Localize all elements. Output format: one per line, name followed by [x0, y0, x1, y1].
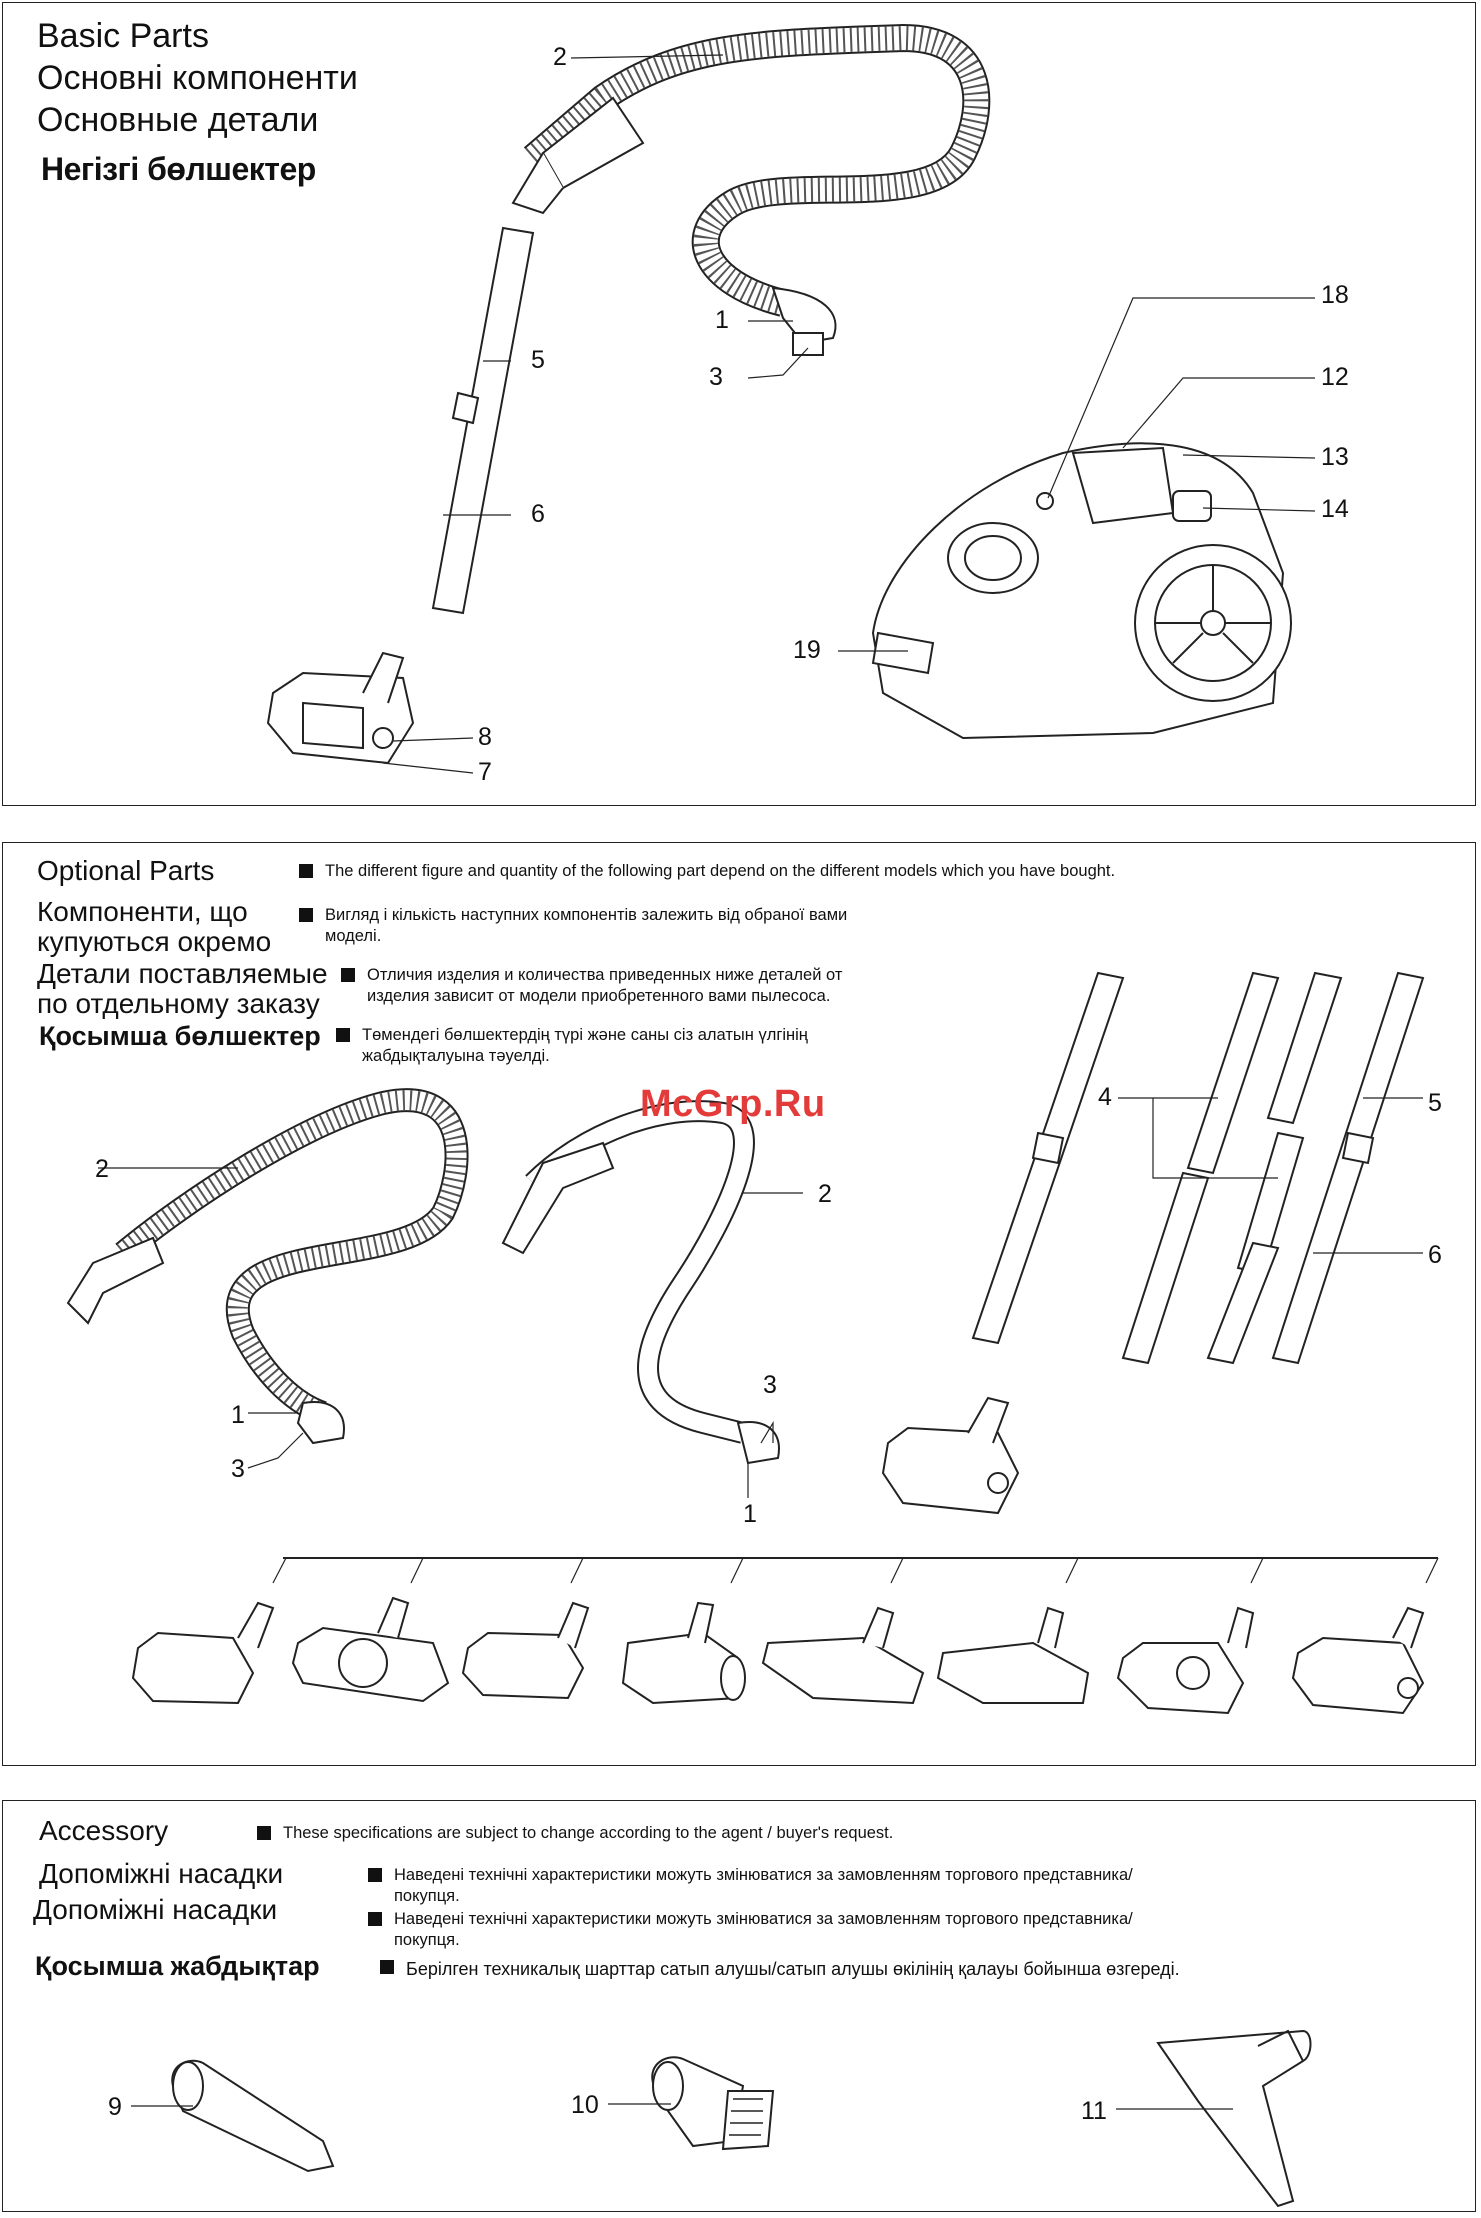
- basic-parts-panel: Basic Parts Основні компоненти Основные …: [2, 2, 1476, 806]
- accessory-title-ru: Допоміжні насадки: [33, 1894, 278, 1925]
- optional-label-3-left: 3: [231, 1455, 245, 1483]
- basic-label-3: 3: [709, 363, 723, 391]
- nozzle-5: [761, 1606, 925, 1705]
- bullet-square-icon: [299, 864, 313, 878]
- basic-parts-title-en: Basic Parts: [37, 17, 209, 55]
- accessory-title-kk: Қосымша жабдықтар: [35, 1951, 320, 1981]
- optional-title-ru: Детали поставляемые по отдельному заказу: [37, 958, 328, 1019]
- optional-title-en: Optional Parts: [37, 855, 215, 886]
- basic-label-13: 13: [1321, 443, 1349, 471]
- optional-label-2-left: 2: [95, 1155, 109, 1183]
- optional-title-uk: Компоненти, що купуються окремо: [37, 896, 272, 957]
- optional-label-5: 5: [1428, 1089, 1442, 1117]
- bullet-square-icon: [368, 1912, 382, 1926]
- basic-label-12: 12: [1321, 363, 1349, 391]
- optional-label-4: 4: [1098, 1083, 1112, 1111]
- optional-note-uk: Вигляд і кількість наступних компонентів…: [299, 905, 859, 947]
- optional-title-kk: Қосымша бөлшектер: [39, 1021, 321, 1051]
- accessory-label-10: 10: [571, 2091, 599, 2119]
- accessory-title-uk: Допоміжні насадки: [39, 1858, 284, 1889]
- basic-label-19: 19: [793, 636, 821, 664]
- accessory-note-uk: Наведені технічні характеристики можуть …: [368, 1865, 1168, 1907]
- optional-parts-illustration: [66, 971, 1439, 1715]
- nozzle-4: [621, 1601, 746, 1705]
- basic-parts-title-kk: Негізгі бөлшектер: [41, 151, 316, 187]
- optional-label-2-mid: 2: [818, 1180, 832, 1208]
- accessory-illustration: [131, 2029, 1312, 2208]
- basic-label-5: 5: [531, 346, 545, 374]
- optional-note-ru: Отличия изделия и количества приведенных…: [341, 965, 901, 1007]
- accessory-note-en: These specifications are subject to chan…: [257, 1823, 1257, 1844]
- bullet-square-icon: [380, 1960, 394, 1974]
- nozzle-7: [1116, 1606, 1255, 1715]
- basic-label-14: 14: [1321, 495, 1349, 523]
- optional-parts-panel: Optional Parts Компоненти, що купуються …: [2, 842, 1476, 1766]
- basic-label-1: 1: [715, 306, 729, 334]
- basic-parts-title-ru: Основные детали: [37, 101, 319, 139]
- optional-note-en: The different figure and quantity of the…: [299, 861, 1299, 882]
- basic-label-7: 7: [478, 758, 492, 786]
- optional-label-6: 6: [1428, 1241, 1442, 1269]
- accessory-label-9: 9: [108, 2093, 122, 2121]
- nozzle-1: [131, 1601, 275, 1705]
- bullet-square-icon: [368, 1868, 382, 1882]
- accessory-note-kk: Берілген техникалық шарттар сатып алушы/…: [380, 1957, 1180, 1981]
- basic-parts-title-uk: Основні компоненти: [37, 59, 358, 97]
- watermark: McGrp.Ru: [640, 1083, 826, 1125]
- bullet-square-icon: [341, 968, 355, 982]
- optional-note-kk: Төмендегі бөлшектердің түрі және саны сі…: [336, 1025, 856, 1067]
- nozzle-6: [936, 1606, 1090, 1704]
- accessory-note-ru: Наведені технічні характеристики можуть …: [368, 1909, 1168, 1951]
- accessory-panel: Accessory Допоміжні насадки Допоміжні на…: [2, 1800, 1476, 2212]
- nozzle-2: [291, 1596, 450, 1703]
- basic-label-8: 8: [478, 723, 492, 751]
- optional-label-1-left: 1: [231, 1401, 245, 1429]
- bullet-square-icon: [336, 1028, 350, 1042]
- nozzle-3: [461, 1601, 590, 1700]
- accessory-title-en: Accessory: [39, 1815, 169, 1846]
- optional-label-3-mid: 3: [763, 1371, 777, 1399]
- optional-label-1-mid: 1: [743, 1500, 757, 1528]
- nozzle-8: [1291, 1606, 1425, 1715]
- accessory-label-11: 11: [1081, 2097, 1107, 2125]
- bullet-square-icon: [299, 908, 313, 922]
- basic-parts-illustration: [266, 23, 1316, 774]
- basic-label-2: 2: [553, 43, 567, 71]
- basic-label-18: 18: [1321, 281, 1349, 309]
- basic-label-6: 6: [531, 500, 545, 528]
- bullet-square-icon: [257, 1826, 271, 1840]
